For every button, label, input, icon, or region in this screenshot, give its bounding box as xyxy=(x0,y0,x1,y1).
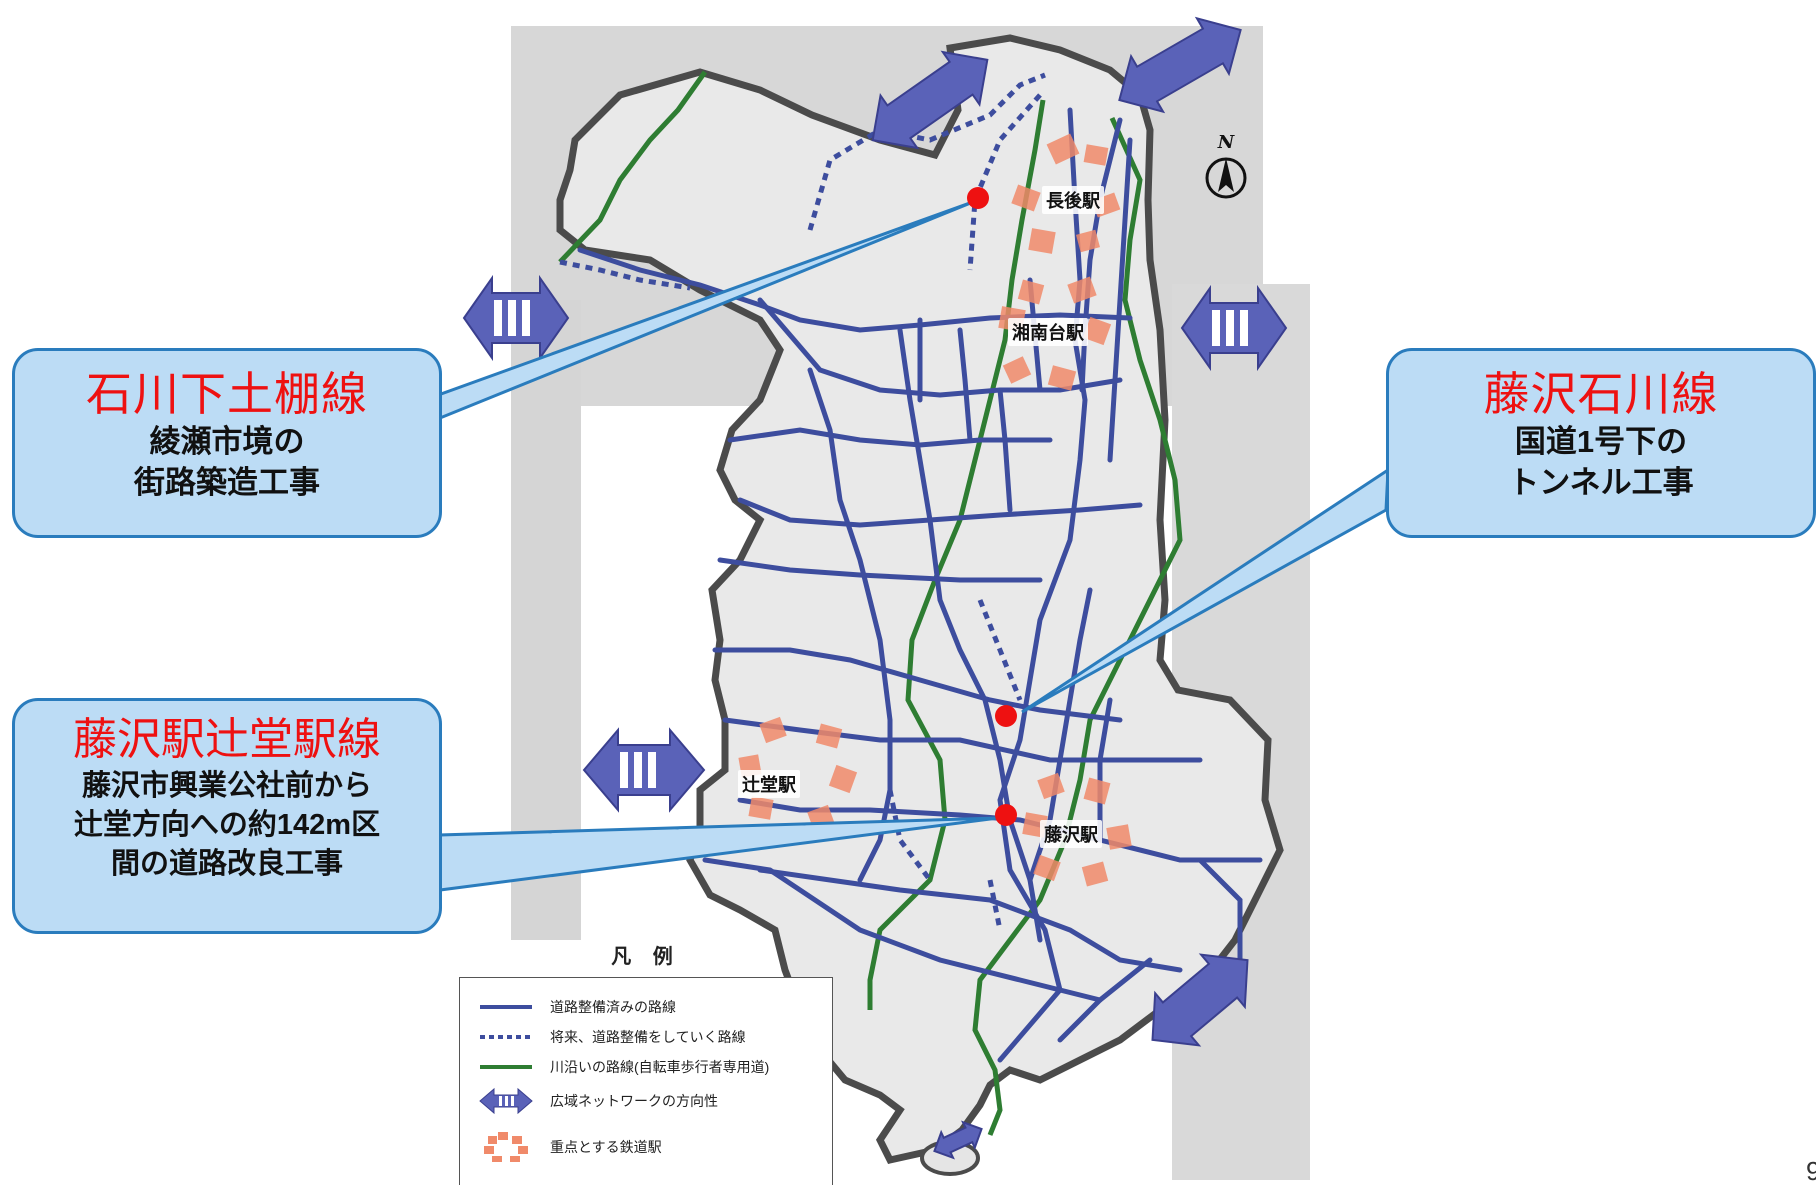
dashed-blue-line-icon xyxy=(480,1035,532,1039)
legend-label: 広域ネットワークの方向性 xyxy=(550,1093,718,1109)
site-marker-station xyxy=(995,804,1017,826)
station-ring-icon xyxy=(484,1132,528,1162)
station-label-tsujido: 辻堂駅 xyxy=(738,770,800,798)
double-arrow-north xyxy=(1118,16,1242,114)
legend-label: 川沿いの路線(自転車歩行者専用道) xyxy=(550,1059,770,1075)
legend-label: 道路整備済みの路線 xyxy=(550,999,676,1015)
callout-desc-line: 国道1号下の xyxy=(1514,424,1688,459)
callout-desc-line: 綾瀬市境の xyxy=(149,424,305,459)
callout-desc-line: 街路築造工事 xyxy=(134,465,320,500)
callout-title: 石川下土棚線 xyxy=(86,368,368,420)
legend-title: 凡 例 xyxy=(611,946,681,968)
callout-desc-line: トンネル工事 xyxy=(1508,465,1694,500)
callout-desc-line: 間の道路改良工事 xyxy=(110,848,343,880)
river-route-west xyxy=(558,70,708,264)
double-arrow-southeast xyxy=(1151,953,1249,1047)
legend-item-completed-road: 道路整備済みの路線 xyxy=(460,992,834,1022)
arrow-stripes xyxy=(494,300,1248,788)
station-label-nagago: 長後駅 xyxy=(1042,186,1104,214)
legend-label: 重点とする鉄道駅 xyxy=(550,1139,662,1155)
page-number: 9 xyxy=(1806,1156,1816,1186)
station-label-fujisawa: 藤沢駅 xyxy=(1040,820,1102,848)
callout-desc-line: 藤沢市興業公社前から xyxy=(81,770,372,802)
map-legend: 凡 例 道路整備済みの路線 将来、道路整備をしていく路線 川沿いの路線(自転車歩… xyxy=(459,940,833,1185)
callout-ishikawa-shimotsuchidana: 石川下土棚線 綾瀬市境の 街路築造工事 xyxy=(12,348,442,538)
legend-item-network-direction: 広域ネットワークの方向性 xyxy=(460,1086,834,1116)
legend-item-focus-station: 重点とする鉄道駅 xyxy=(460,1132,834,1162)
legend-label: 将来、道路整備をしていく路線 xyxy=(550,1029,746,1045)
legend-item-future-road: 将来、道路整備をしていく路線 xyxy=(460,1022,834,1052)
callout-fujisawa-tsujido: 藤沢駅辻堂駅線 藤沢市興業公社前から 辻堂方向への約142m区 間の道路改良工事 xyxy=(12,698,442,934)
station-label-shonandai: 湘南台駅 xyxy=(1008,318,1088,346)
callout-title: 藤沢駅辻堂駅線 xyxy=(73,715,381,764)
completed-roads xyxy=(577,107,1263,1063)
double-arrow-icon xyxy=(479,1087,533,1115)
solid-green-line-icon xyxy=(480,1065,532,1069)
site-marker-ishikawa xyxy=(967,187,989,209)
north-label: N xyxy=(1217,132,1236,153)
solid-blue-line-icon xyxy=(480,1005,532,1009)
north-arrow-icon: N xyxy=(1198,130,1254,206)
legend-item-river-route: 川沿いの路線(自転車歩行者専用道) xyxy=(460,1052,834,1082)
legend-box: 道路整備済みの路線 将来、道路整備をしていく路線 川沿いの路線(自転車歩行者専用… xyxy=(459,977,833,1185)
river-route-east xyxy=(972,116,1183,1136)
site-marker-fujisawa-ishikawa xyxy=(995,705,1017,727)
callout-fujisawa-ishikawa: 藤沢石川線 国道1号下の トンネル工事 xyxy=(1386,348,1816,538)
callout-desc-line: 辻堂方向への約142m区 xyxy=(73,809,381,841)
future-roads xyxy=(559,72,1046,931)
double-arrow-south xyxy=(933,1120,983,1160)
focus-stations xyxy=(738,133,1132,887)
double-arrow-southwest xyxy=(582,727,706,813)
double-arrow-northwest xyxy=(871,50,989,150)
callout-title: 藤沢石川線 xyxy=(1483,368,1719,420)
